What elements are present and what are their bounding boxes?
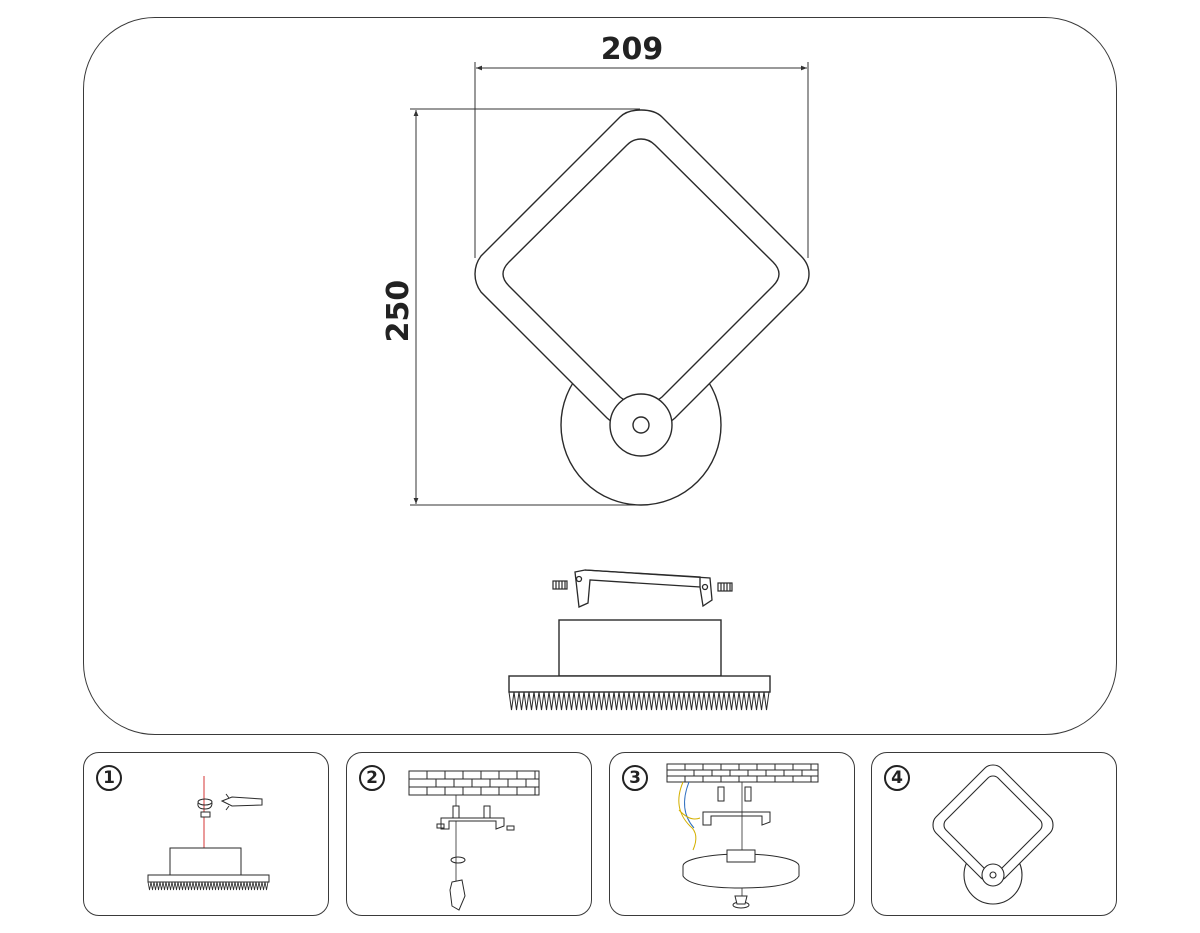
step-4-panel: 4 xyxy=(871,752,1117,916)
step-3-number: 3 xyxy=(622,765,648,791)
step-2-number: 2 xyxy=(359,765,385,791)
step-1-panel: 1 xyxy=(83,752,329,916)
main-drawing-panel xyxy=(83,17,1117,735)
step-2-panel: 2 xyxy=(346,752,592,916)
step-4-number: 4 xyxy=(884,765,910,791)
step-3-panel: 3 xyxy=(609,752,855,916)
step-1-number: 1 xyxy=(96,765,122,791)
